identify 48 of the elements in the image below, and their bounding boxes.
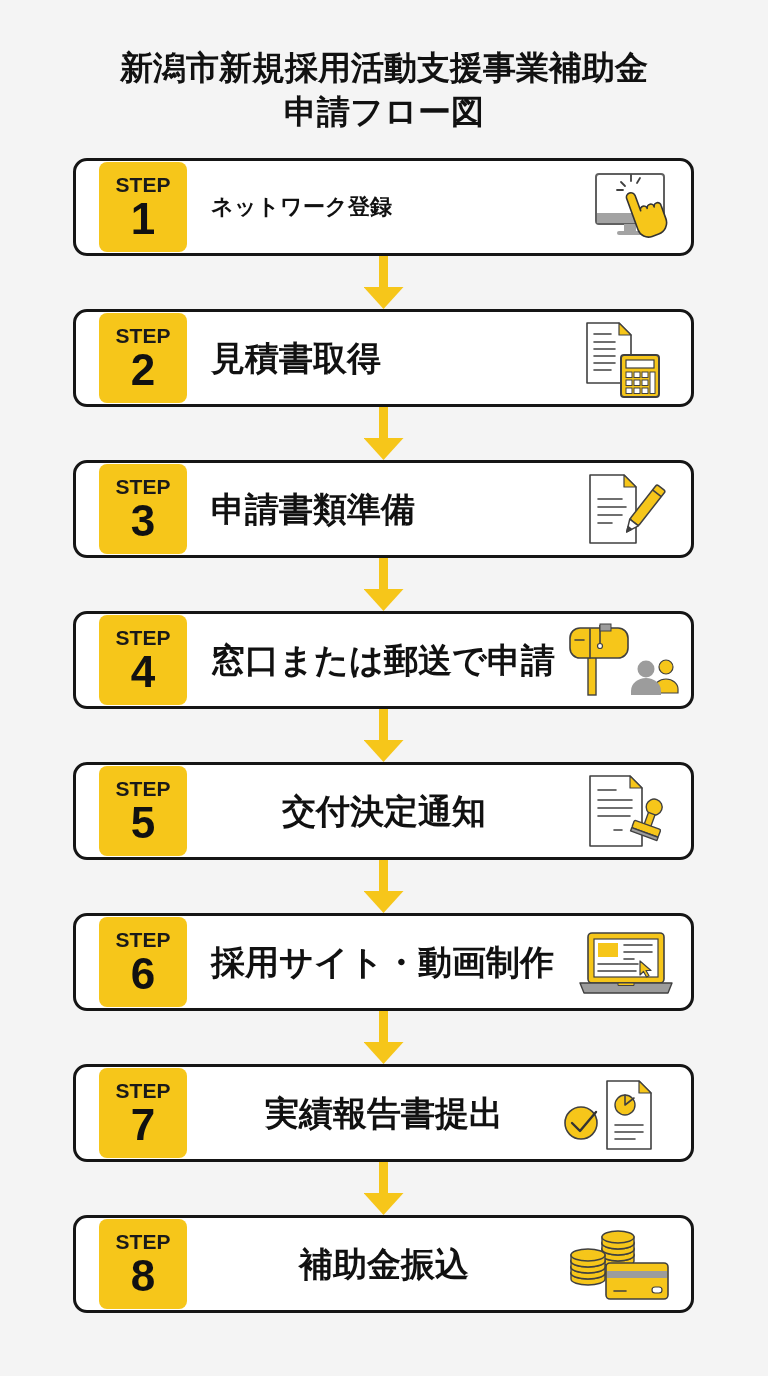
step-box: [73, 762, 694, 860]
arrow: [363, 1162, 404, 1215]
step-box: [73, 158, 694, 256]
step-number: 1: [130, 197, 156, 241]
step-text: 補助金振込: [299, 1242, 469, 1286]
step-badge: [99, 162, 187, 252]
step-number: 3: [130, 499, 156, 543]
step-text: 申請書類準備: [211, 487, 415, 531]
step-label: STEP: [115, 173, 171, 197]
arrow: [363, 709, 404, 762]
step-number: 7: [130, 1103, 156, 1147]
step-label: STEP: [115, 928, 171, 952]
step-text: 見積書取得: [211, 336, 381, 380]
arrow: [363, 256, 404, 309]
step-label: STEP: [115, 1230, 171, 1254]
step-badge: [99, 615, 187, 705]
step-label: STEP: [115, 626, 171, 650]
step-label: STEP: [115, 777, 171, 801]
step-text: ネットワーク登録: [211, 193, 392, 221]
step-badge: [99, 1219, 187, 1309]
step-text: 窓口または郵送で申請: [211, 638, 555, 682]
title: 新潟市新規採用活動支援事業補助金申請フロー図: [119, 47, 649, 133]
step-label: STEP: [115, 324, 171, 348]
arrow: [363, 558, 404, 611]
step-text: 実績報告書提出: [265, 1091, 503, 1135]
step-number: 4: [130, 650, 156, 694]
arrow: [363, 860, 404, 913]
step-text: 交付決定通知: [282, 789, 486, 833]
step-box: [73, 460, 694, 558]
step-badge: [99, 313, 187, 403]
step-box: [73, 1064, 694, 1162]
step-badge: [99, 464, 187, 554]
arrow: [363, 407, 404, 460]
step-number: 6: [130, 952, 156, 996]
step-box: [73, 913, 694, 1011]
arrow: [363, 1011, 404, 1064]
step-badge: [99, 766, 187, 856]
step-box: [73, 309, 694, 407]
step-label: STEP: [115, 1079, 171, 1103]
step-text: 採用サイト・動画制作: [211, 940, 554, 984]
step-box: [73, 1215, 694, 1313]
step-badge: [99, 1068, 187, 1158]
step-number: 8: [130, 1254, 156, 1298]
step-badge: [99, 917, 187, 1007]
step-label: STEP: [115, 475, 171, 499]
step-number: 2: [130, 348, 156, 392]
step-number: 5: [130, 801, 156, 845]
step-box: [73, 611, 694, 709]
